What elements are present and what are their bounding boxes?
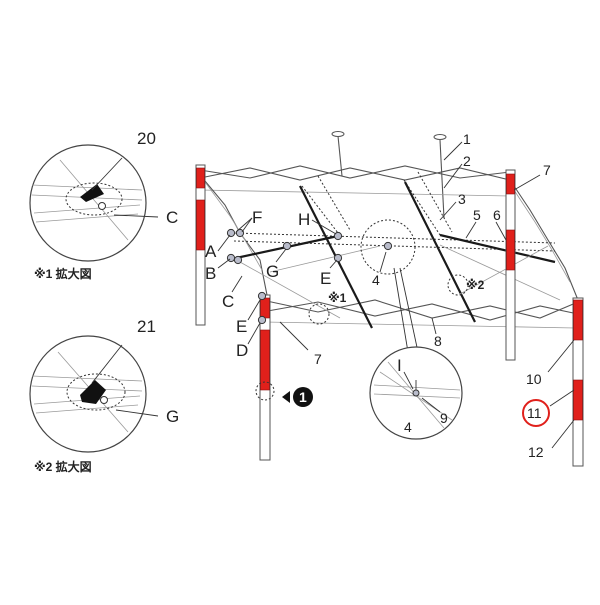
label-A: A — [205, 242, 217, 261]
label-part-5: 5 — [473, 207, 481, 223]
circled-1-marker — [293, 387, 313, 407]
label-part-3: 3 — [458, 191, 466, 207]
label-part-11: 11 — [527, 405, 542, 421]
zoom-area-center — [360, 219, 416, 275]
label-part-1: 1 — [463, 131, 471, 147]
detail-circle-center: I 9 4 — [369, 267, 463, 440]
label-B: B — [205, 264, 216, 283]
label-H: H — [298, 210, 310, 229]
label-detail-1-letter: C — [166, 208, 178, 227]
label-part-8: 8 — [434, 333, 442, 349]
joint-I — [412, 389, 420, 397]
label-G: G — [266, 262, 279, 281]
label-part-6: 6 — [493, 207, 501, 223]
letter-labels: F A B H G E C E D — [205, 208, 338, 360]
detail-circle-1: 20 C ※1 拡大図 — [29, 129, 178, 281]
ref-mark-2: ※2 — [466, 278, 485, 292]
label-part-20: 20 — [137, 129, 156, 148]
label-F: F — [252, 208, 262, 227]
label-E-upper: E — [320, 269, 331, 288]
label-I: I — [397, 356, 402, 375]
label-part-21: 21 — [137, 317, 156, 336]
label-E-lower: E — [236, 317, 247, 336]
caption-detail-2: ※2 拡大図 — [34, 459, 92, 474]
reference-marks: ※1 ※2 1 — [282, 278, 485, 407]
bracket-20 — [80, 184, 104, 202]
label-part-7-top: 7 — [543, 162, 551, 178]
label-part-4-detail: 4 — [404, 419, 412, 435]
label-part-7-front: 7 — [314, 351, 322, 367]
label-part-2: 2 — [463, 153, 471, 169]
caption-detail-1: ※1 拡大図 — [34, 266, 92, 281]
label-detail-2-letter: G — [166, 407, 179, 426]
label-D: D — [236, 341, 248, 360]
label-C: C — [222, 292, 234, 311]
label-part-10: 10 — [526, 371, 542, 387]
label-part-4: 4 — [372, 272, 380, 288]
highlight-part-11 — [522, 399, 550, 427]
detail-circle-2: 21 G ※2 拡大図 — [29, 317, 179, 474]
ref-mark-1: ※1 — [328, 291, 347, 305]
circled-1-number: 1 — [299, 389, 307, 405]
tent-frame — [195, 131, 584, 467]
label-part-9: 9 — [440, 410, 448, 426]
label-part-12: 12 — [528, 444, 544, 460]
number-labels: 1 2 3 5 6 7 4 8 7 10 11 12 — [279, 131, 575, 460]
bracket-21 — [80, 380, 106, 404]
